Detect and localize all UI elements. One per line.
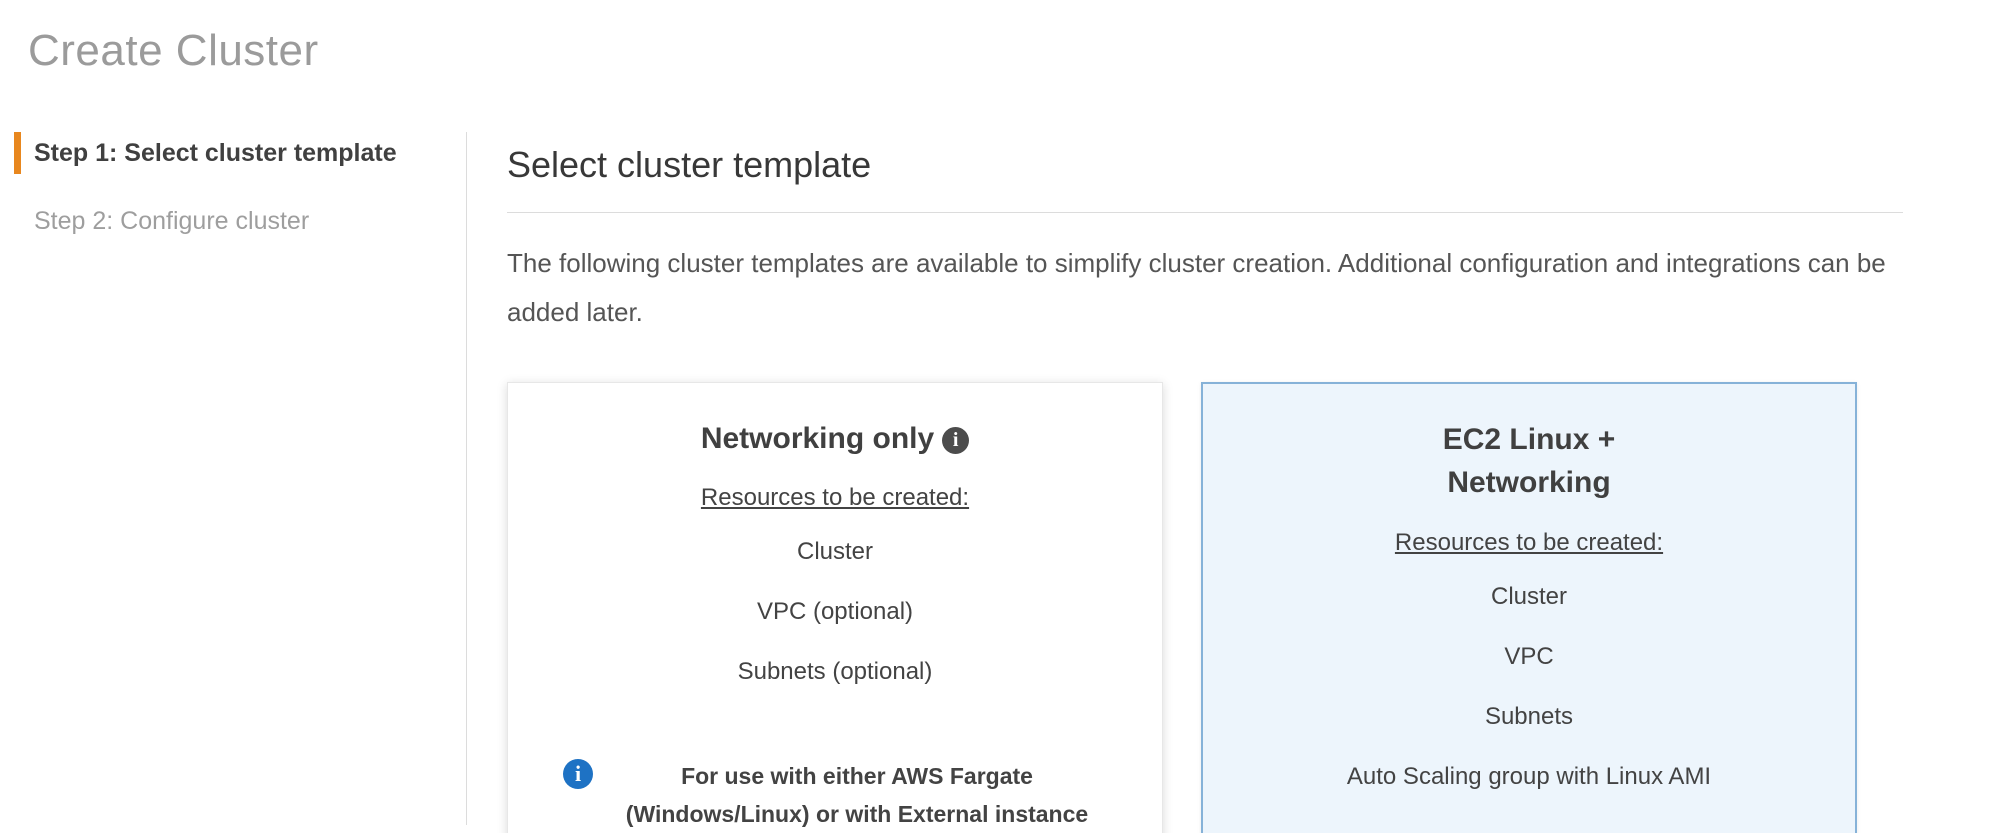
card-title: Networking only	[700, 421, 935, 455]
resources-label: Resources to be created:	[700, 484, 970, 512]
note-text: For use with either AWS Fargate (Windows…	[625, 763, 1089, 828]
card-title: EC2 Linux + Networking	[1442, 422, 1616, 500]
create-cluster-page: Create Cluster Step 1: Select cluster te…	[0, 26, 1999, 833]
resource-item: Subnets	[1484, 702, 1574, 730]
main-panel: Select cluster template The following cl…	[467, 132, 1999, 833]
card-title-row: EC2 Linux + Networking	[1243, 418, 1815, 505]
fargate-note: i For use with either AWS Fargate (Windo…	[548, 718, 1122, 833]
resource-item: VPC	[1504, 642, 1554, 670]
resource-item: Auto Scaling group with Linux AMI	[1346, 762, 1712, 790]
info-icon[interactable]: i	[942, 426, 970, 454]
resources-label: Resources to be created:	[1394, 528, 1664, 556]
resource-item: Subnets (optional)	[737, 658, 933, 686]
template-card-ec2-linux-networking[interactable]: EC2 Linux + Networking Resources to be c…	[1201, 381, 1857, 833]
step-2-configure-cluster[interactable]: Step 2: Configure cluster	[34, 207, 310, 235]
step-1-select-cluster-template[interactable]: Step 1: Select cluster template	[14, 132, 466, 174]
wizard-steps-sidebar: Step 1: Select cluster template Step 2: …	[0, 132, 467, 825]
section-description: The following cluster templates are avai…	[507, 248, 1886, 328]
heading-divider	[507, 212, 1903, 213]
resource-item: Cluster	[796, 538, 874, 566]
info-icon: i	[563, 759, 593, 790]
resource-item: VPC (optional)	[756, 598, 914, 626]
content-area: Step 1: Select cluster template Step 2: …	[0, 132, 1999, 833]
section-heading: Select cluster template	[507, 144, 872, 185]
page-title: Create Cluster	[28, 26, 319, 75]
resource-item: Cluster	[1490, 582, 1568, 610]
